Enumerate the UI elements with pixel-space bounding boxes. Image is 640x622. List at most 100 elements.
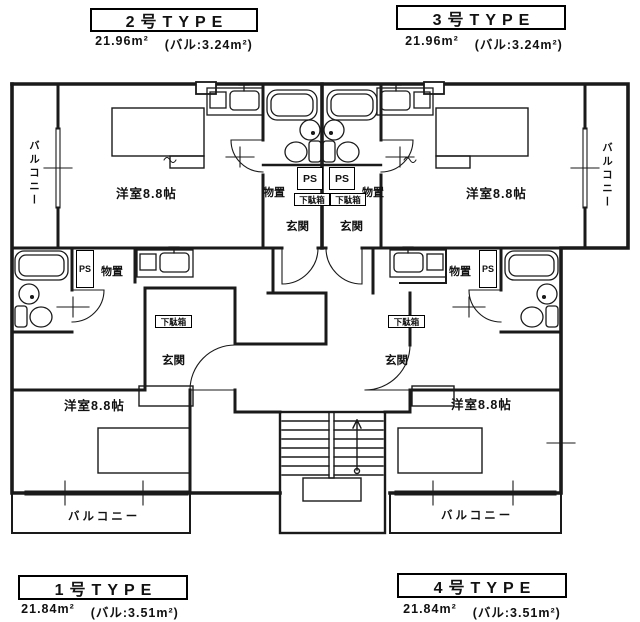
furniture	[97, 107, 529, 474]
unit2-area-value: 21.96m²	[95, 34, 149, 48]
storage-label-unit4: 物置	[449, 266, 471, 278]
door-bath-unit4	[468, 289, 502, 323]
storage-label-unit1: 物置	[101, 266, 123, 278]
ps-box-unit4: PS	[479, 250, 497, 288]
shoebox-label-unit1: 下駄箱	[155, 315, 192, 328]
unit1-balcony-area: (バル:3.51m²)	[90, 606, 179, 620]
unit3-area-value: 21.96m²	[405, 34, 459, 48]
unit3-type-label: 3号TYPE	[396, 5, 566, 30]
closet-unit1	[138, 385, 194, 407]
kitchen-sink-icon	[393, 252, 424, 273]
bathroom-unit3	[322, 89, 378, 163]
room-label-unit2: 洋室8.8帖	[116, 187, 177, 201]
kitchen-sink-icon	[380, 90, 411, 111]
bathtub-inner	[508, 254, 555, 277]
toilet-icon	[284, 141, 308, 163]
balcony-rail-bottom-right	[389, 492, 562, 534]
bathtub-inner	[270, 93, 314, 117]
room-label-unit1: 洋室8.8帖	[64, 399, 125, 413]
door-bath-unit3	[380, 139, 414, 173]
room-label-unit4: 洋室8.8帖	[451, 398, 512, 412]
bathtub-icon	[504, 250, 559, 281]
kitchen-sink-icon	[159, 252, 190, 273]
bathtub-icon	[266, 89, 318, 121]
toilet-tank	[14, 305, 28, 328]
shoebox-label-unit4: 下駄箱	[388, 315, 425, 328]
shoebox-label-unit2: 下駄箱	[294, 193, 330, 206]
washbasin-drain	[541, 294, 547, 300]
kitchen-unit4	[389, 246, 447, 278]
storage-label-unit2: 物置	[263, 187, 285, 199]
kitchen-unit2	[206, 84, 264, 116]
door-bath-unit1	[71, 289, 105, 323]
shoebox-label-unit3: 下駄箱	[330, 193, 366, 206]
ps-box-unit2: PS	[297, 167, 323, 190]
unit1-area: 21.84m² (バル:3.51m²)	[0, 602, 200, 621]
staircase	[278, 410, 387, 535]
door-entry-unit2	[281, 247, 319, 285]
faucet-icon	[390, 84, 402, 92]
washbasin-icon	[536, 283, 558, 305]
unit2-balcony-area: (バル:3.24m²)	[164, 38, 253, 52]
faucet-icon	[402, 246, 414, 254]
door-bath-unit2	[230, 139, 264, 173]
door-entry-unit3	[325, 247, 363, 285]
toilet-tank	[308, 140, 322, 163]
window-balcony-right	[570, 127, 600, 209]
bathroom-unit4	[504, 250, 559, 328]
stair-landing	[302, 477, 362, 502]
toilet-icon	[520, 306, 544, 328]
washbasin-drain	[328, 130, 334, 136]
closet-unit4	[411, 385, 455, 407]
interior-walls	[10, 82, 630, 495]
balcony-label-right: バルコニー	[601, 142, 613, 210]
toilet-icon	[29, 306, 53, 328]
washbasin-icon	[323, 119, 345, 141]
wall-pillars	[195, 81, 445, 95]
balcony-label-left: バルコニー	[28, 140, 40, 208]
balcony-rails	[11, 492, 562, 534]
stair-divider	[328, 411, 335, 479]
balcony-label-bottom-right: バルコニー	[441, 510, 514, 522]
storage-label-unit3: 物置	[362, 187, 384, 199]
bathtub-inner	[330, 93, 374, 117]
balcony-label-bottom-left: バルコニー	[68, 511, 141, 523]
door-entry-unit4	[364, 344, 411, 391]
entrance-label-unit3: 玄関	[340, 221, 363, 233]
bed-unit3	[435, 107, 529, 157]
door-arcs	[71, 139, 502, 391]
unit4-type-label: 4号TYPE	[397, 573, 567, 598]
entrance-label-unit4: 玄関	[385, 355, 408, 367]
unit4-area: 21.84m² (バル:3.51m²)	[382, 602, 582, 621]
toilet-tank	[545, 305, 559, 328]
entrance-label-unit2: 玄関	[286, 221, 309, 233]
faucet-icon	[168, 246, 180, 254]
unit3-area: 21.96m² (バル:3.24m²)	[384, 34, 584, 53]
unit4-area-value: 21.84m²	[403, 602, 457, 616]
stair-treads	[281, 420, 384, 476]
bed-unit2	[111, 107, 205, 157]
unit3-balcony-area: (バル:3.24m²)	[474, 38, 563, 52]
unit1-area-value: 21.84m²	[21, 602, 75, 616]
washbasin-drain	[310, 130, 316, 136]
unit2-area: 21.96m² (バル:3.24m²)	[74, 34, 274, 53]
arrow-origin	[353, 467, 361, 475]
entrance-label-unit1: 玄関	[162, 355, 185, 367]
window-balcony-left	[43, 127, 73, 209]
bathroom-unit2	[266, 89, 322, 163]
outer-walls	[10, 82, 630, 495]
kitchen-unit1	[136, 246, 194, 278]
ps-box-unit3: PS	[329, 167, 355, 190]
room-label-unit3: 洋室8.8帖	[466, 187, 527, 201]
balcony-rail-bottom-left	[11, 494, 191, 534]
bathtub-inner	[18, 254, 65, 277]
bed-unit1	[97, 427, 191, 474]
window-bottom-right	[394, 480, 557, 506]
unit4-balcony-area: (バル:3.51m²)	[472, 606, 561, 620]
unit2-type-label: 2号TYPE	[90, 8, 258, 32]
unit1-type-label: 1号TYPE	[18, 575, 188, 600]
up-arrow-icon	[352, 419, 362, 471]
window-bottom-left	[24, 480, 189, 506]
